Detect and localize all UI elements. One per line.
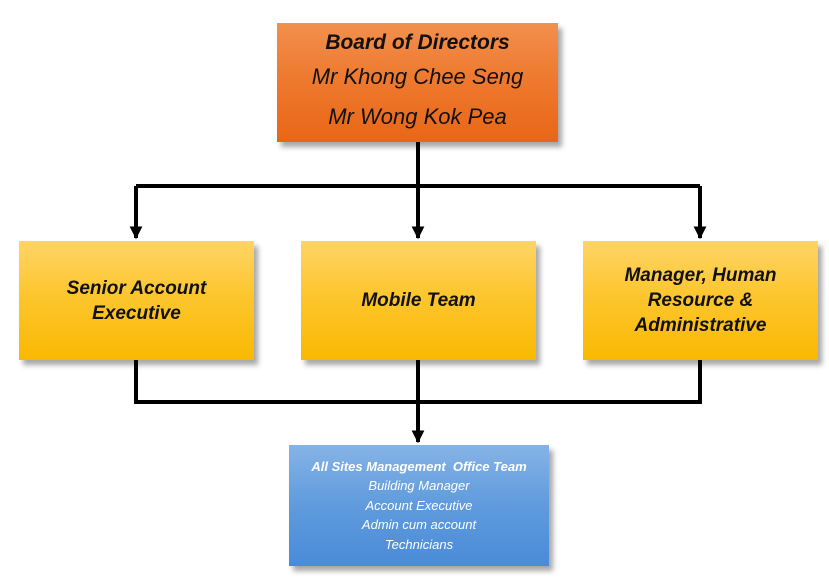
mobile-team-label: Mobile Team [361,290,476,311]
mobile-team-box: Mobile Team [301,241,536,360]
hr-admin-manager-label: Manager, Human Resource & Administrative [624,265,777,336]
office-role: Building Manager [368,478,470,494]
senior-account-executive-box: Senior Account Executive [19,241,254,360]
office-role: Admin cum account [361,517,477,533]
office-role: Account Executive [365,497,473,513]
senior-account-executive-label: Senior Account Executive [66,277,207,324]
office-team-title: All Sites Management Office Team [311,458,527,474]
board-title: Board of Directors [325,30,510,54]
board-member: Mr Khong Chee Seng [311,63,524,89]
hr-admin-manager-box: Manager, Human Resource & Administrative [583,241,818,360]
board-member: Mr Wong Kok Pea [328,103,507,129]
board-of-directors-box: Board of Directors Mr Khong Chee Seng Mr… [277,23,558,142]
office-team-box: All Sites Management Office Team Buildin… [289,445,549,566]
office-role: Technicians [384,536,454,552]
